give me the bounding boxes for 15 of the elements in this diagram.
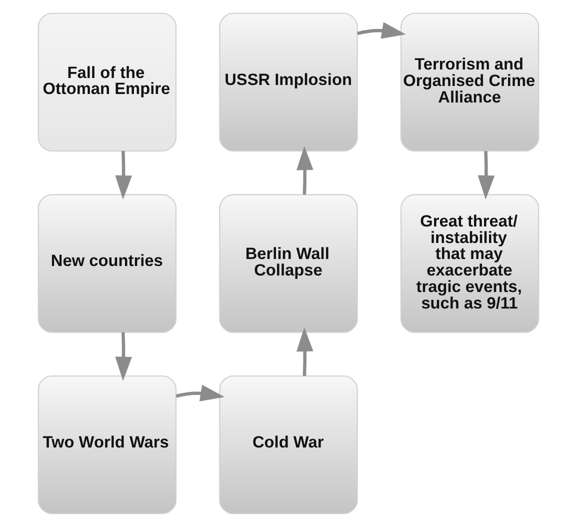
node-box: Cold War: [218, 374, 358, 514]
node-box: New countries: [37, 194, 176, 332]
arrow: [477, 150, 494, 200]
arrow: [356, 22, 406, 38]
node-box: Fall of the Ottoman Empire: [37, 12, 176, 152]
arrow: [114, 332, 132, 380]
arrow: [114, 150, 132, 200]
node-box: USSR Implosion: [218, 12, 358, 152]
arrow: [296, 326, 313, 376]
node-box: Berlin Wall Collapse: [218, 194, 358, 332]
arrow: [296, 146, 313, 194]
node-box: Two World Wars: [37, 374, 176, 514]
arrow: [175, 384, 224, 401]
node-box: Terrorism and Organised Crime Alliance: [400, 12, 539, 152]
node-box: Great threat/ instability that may exacerbate tragic events, such as 9/11: [400, 194, 539, 332]
